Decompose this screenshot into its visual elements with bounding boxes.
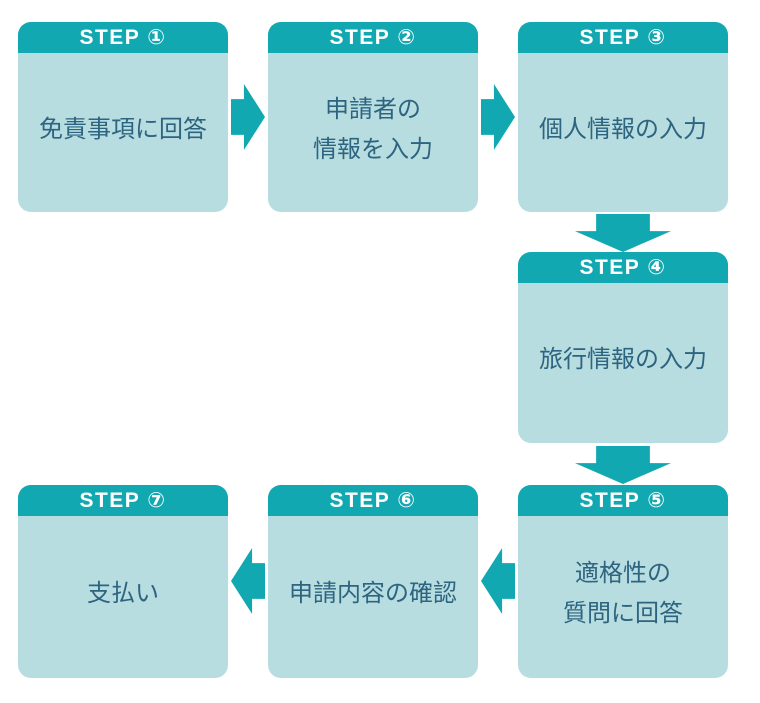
step-5-header: STEP ⑤ (518, 485, 728, 516)
step-4-body: 旅行情報の入力 (518, 283, 728, 443)
arrow-left-step6-to-step7-icon (231, 548, 265, 614)
arrow-down-step3-to-step4-icon (575, 214, 671, 252)
step-2-box: STEP ② 申請者の 情報を入力 (268, 22, 478, 212)
step-5-text-line-1: 適格性の (575, 560, 671, 587)
arrow-down-step4-to-step5-icon (575, 446, 671, 484)
step-1-text: 免責事項に回答 (39, 115, 207, 143)
step-1-body: 免責事項に回答 (18, 53, 228, 212)
step-2-header: STEP ② (268, 22, 478, 53)
step-7-header: STEP ⑦ (18, 485, 228, 516)
arrow-right-step2-to-step3-icon (481, 84, 515, 150)
step-5-box: STEP ⑤ 適格性の 質問に回答 (518, 485, 728, 678)
arrow-right-step1-to-step2-icon (231, 84, 265, 150)
step-7-body: 支払い (18, 516, 228, 678)
step-4-text: 旅行情報の入力 (539, 346, 707, 373)
step-3-box: STEP ③ 個人情報の入力 (518, 22, 728, 212)
step-4-box: STEP ④ 旅行情報の入力 (518, 252, 728, 443)
step-2-text-line-2: 情報を入力 (313, 135, 433, 163)
step-3-header: STEP ③ (518, 22, 728, 53)
step-6-box: STEP ⑥ 申請内容の確認 (268, 485, 478, 678)
step-6-text: 申請内容の確認 (289, 580, 457, 607)
arrow-left-step5-to-step6-icon (481, 548, 515, 614)
step-1-box: STEP ① 免責事項に回答 (18, 22, 228, 212)
step-6-header: STEP ⑥ (268, 485, 478, 516)
step-7-text: 支払い (87, 580, 159, 607)
step-6-body: 申請内容の確認 (268, 516, 478, 678)
step-7-box: STEP ⑦ 支払い (18, 485, 228, 678)
step-4-header: STEP ④ (518, 252, 728, 283)
step-2-body: 申請者の 情報を入力 (268, 53, 478, 212)
step-3-body: 個人情報の入力 (518, 53, 728, 212)
step-3-text: 個人情報の入力 (539, 115, 707, 143)
step-5-text-line-2: 質問に回答 (563, 600, 683, 627)
step-1-header: STEP ① (18, 22, 228, 53)
step-5-body: 適格性の 質問に回答 (518, 516, 728, 678)
step-2-text-line-1: 申請者の (325, 95, 421, 123)
